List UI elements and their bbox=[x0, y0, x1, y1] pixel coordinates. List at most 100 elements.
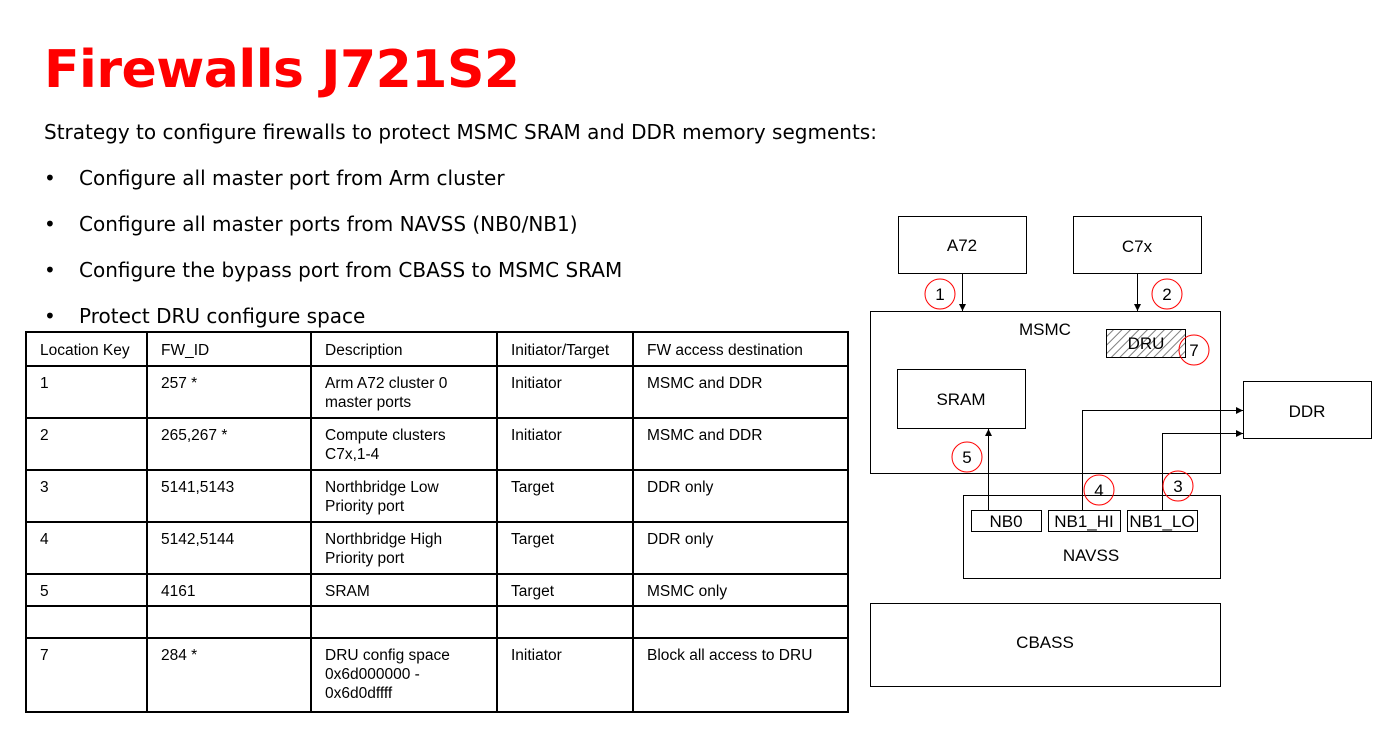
description-cell bbox=[310, 605, 498, 639]
c7x-label: C7x bbox=[1122, 237, 1153, 256]
destination-cell: MSMC and DDR bbox=[632, 365, 849, 419]
nb1-hi-to-ddr-arrow bbox=[1082, 407, 1243, 511]
destination-cell: Block all access to DRU bbox=[632, 637, 849, 713]
ddr-block bbox=[1243, 381, 1372, 439]
column-header: Location Key bbox=[25, 331, 148, 367]
location-key-cell: 4 bbox=[25, 521, 148, 575]
location-key-cell: 1 bbox=[25, 365, 148, 419]
nb1-lo-port bbox=[1127, 510, 1198, 532]
nb0-port bbox=[971, 510, 1042, 532]
nb1-hi-label: NB1_HI bbox=[1054, 512, 1114, 531]
ddr-label: DDR bbox=[1289, 402, 1326, 421]
bullet-icon: • bbox=[44, 212, 56, 236]
role-cell: Initiator bbox=[496, 417, 634, 471]
marker-2-icon bbox=[1151, 278, 1183, 310]
list-item-text: Configure the bypass port from CBASS to … bbox=[79, 258, 623, 282]
location-key-cell: 3 bbox=[25, 469, 148, 523]
fw-id-cell: 5142,5144 bbox=[146, 521, 312, 575]
marker-1-label: 1 bbox=[935, 285, 944, 304]
location-key-cell bbox=[25, 605, 148, 639]
column-header: FW_ID bbox=[146, 331, 312, 367]
table-header-row: Location Key FW_ID Description Initiator… bbox=[25, 331, 849, 367]
fw-id-cell bbox=[146, 605, 312, 639]
bullet-icon: • bbox=[44, 258, 56, 282]
list-item: • Configure all master port from Arm clus… bbox=[44, 164, 622, 210]
nb0-label: NB0 bbox=[989, 512, 1022, 531]
msmc-label: MSMC bbox=[1019, 320, 1071, 339]
fw-id-cell: 265,267 * bbox=[146, 417, 312, 471]
nb1-hi-port bbox=[1048, 510, 1121, 532]
marker-7-icon bbox=[1178, 334, 1210, 366]
cbass-block bbox=[870, 603, 1221, 687]
role-cell bbox=[496, 605, 634, 639]
destination-cell bbox=[632, 605, 849, 639]
list-item-text: Protect DRU configure space bbox=[79, 304, 366, 328]
list-item: • Configure all master ports from NAVSS (… bbox=[44, 210, 622, 256]
a72-block bbox=[898, 216, 1027, 274]
c7x-block bbox=[1073, 216, 1202, 274]
strategy-list: • Configure all master port from Arm clus… bbox=[44, 164, 622, 348]
destination-cell: MSMC and DDR bbox=[632, 417, 849, 471]
location-key-cell: 7 bbox=[25, 637, 148, 713]
firewall-table: Location Key FW_ID Description Initiator… bbox=[25, 331, 849, 713]
role-cell: Initiator bbox=[496, 637, 634, 713]
bullet-icon: • bbox=[44, 166, 56, 190]
marker-3-label: 3 bbox=[1173, 477, 1182, 496]
fw-id-cell: 5141,5143 bbox=[146, 469, 312, 523]
nb1-lo-to-ddr-arrow bbox=[1162, 430, 1243, 511]
role-cell: Target bbox=[496, 521, 634, 575]
role-cell: Target bbox=[496, 469, 634, 523]
nb1-lo-label: NB1_LO bbox=[1129, 512, 1194, 531]
msmc-block bbox=[870, 311, 1221, 474]
page-title: Firewalls J721S2 bbox=[44, 40, 520, 100]
marker-3-icon bbox=[1162, 470, 1194, 502]
column-header: Description bbox=[310, 331, 498, 367]
role-cell: Target bbox=[496, 573, 634, 607]
list-item-text: Configure all master ports from NAVSS (N… bbox=[79, 212, 578, 236]
location-key-cell: 5 bbox=[25, 573, 148, 607]
fw-id-cell: 284 * bbox=[146, 637, 312, 713]
marker-4-label: 4 bbox=[1094, 481, 1103, 500]
list-item-text: Configure all master port from Arm clust… bbox=[79, 166, 505, 190]
bullet-icon: • bbox=[44, 304, 56, 328]
marker-5-label: 5 bbox=[962, 448, 971, 467]
marker-2-label: 2 bbox=[1162, 285, 1171, 304]
fw-id-cell: 4161 bbox=[146, 573, 312, 607]
column-header: FW access destination bbox=[632, 331, 849, 367]
navss-label: NAVSS bbox=[1063, 546, 1119, 565]
list-item: • Protect DRU configure space bbox=[44, 302, 622, 348]
marker-1-icon bbox=[924, 278, 956, 310]
location-key-cell: 2 bbox=[25, 417, 148, 471]
marker-7-label: 7 bbox=[1189, 341, 1198, 360]
cbass-label: CBASS bbox=[1016, 633, 1074, 652]
destination-cell: MSMC only bbox=[632, 573, 849, 607]
sram-block bbox=[897, 369, 1026, 429]
list-item: • Configure the bypass port from CBASS to… bbox=[44, 256, 622, 302]
sram-label: SRAM bbox=[936, 390, 985, 409]
table-row bbox=[25, 605, 849, 639]
role-cell: Initiator bbox=[496, 365, 634, 419]
description-cell: SRAM bbox=[310, 573, 498, 607]
table-row: 5 4161 SRAM Target MSMC only bbox=[25, 573, 849, 607]
fw-id-cell: 257 * bbox=[146, 365, 312, 419]
a72-label: A72 bbox=[947, 236, 977, 255]
dru-label: DRU bbox=[1128, 334, 1165, 353]
destination-cell: DDR only bbox=[632, 469, 849, 523]
destination-cell: DDR only bbox=[632, 521, 849, 575]
navss-block bbox=[963, 495, 1221, 579]
dru-block bbox=[1106, 329, 1186, 358]
intro-text: Strategy to configure firewalls to prote… bbox=[44, 120, 877, 144]
marker-5-icon bbox=[951, 441, 983, 473]
column-header: Initiator/Target bbox=[496, 331, 634, 367]
marker-4-icon bbox=[1083, 474, 1115, 506]
